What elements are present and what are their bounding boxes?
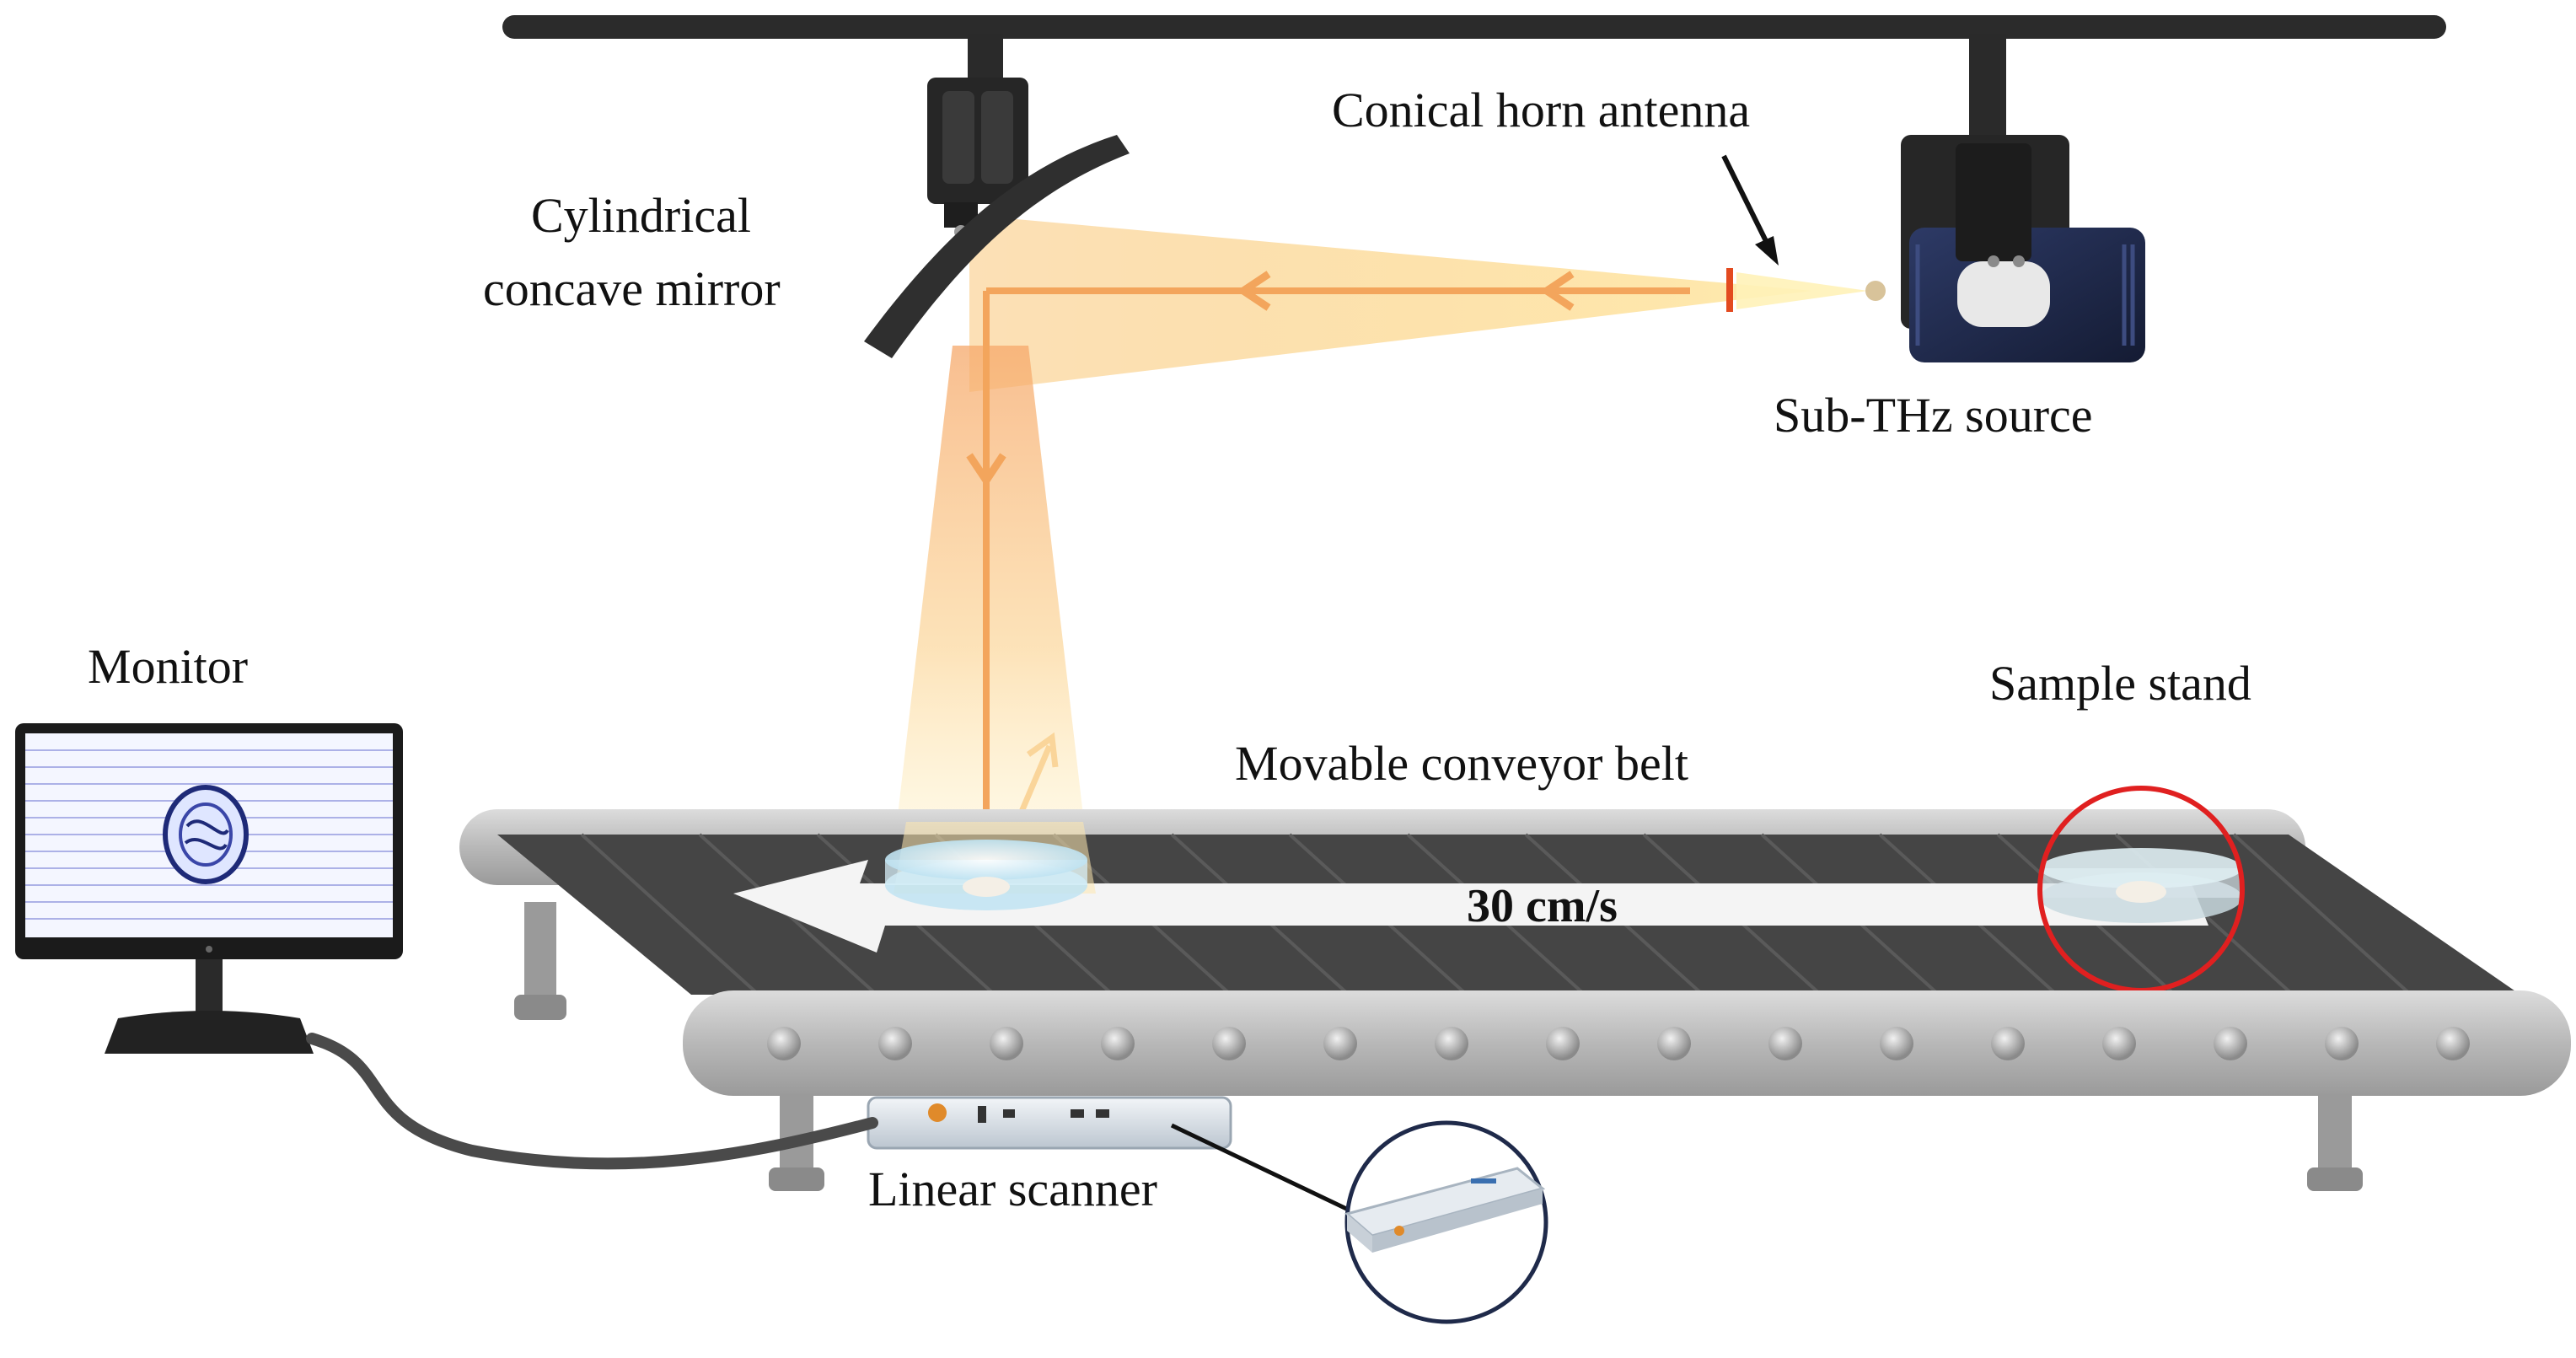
source-label: Sub-THz source xyxy=(1774,388,2093,443)
horn-antenna-label: Conical horn antenna xyxy=(1332,83,1750,137)
scanner-pointer-line xyxy=(1170,1123,1359,1216)
linear-scanner xyxy=(867,1096,1232,1150)
belt-speed-label: 30 cm/s xyxy=(1467,880,1618,932)
conveyor-belt-label: Movable conveyor belt xyxy=(1235,736,1688,791)
sub-thz-source xyxy=(1736,34,2145,362)
labels: Conical horn antenna Cylindrical concave… xyxy=(88,83,2251,1216)
horn-pointer-arrow xyxy=(1721,154,1779,266)
conveyor-front-rim xyxy=(683,990,2571,1191)
sample-dish-under-beam xyxy=(885,840,1087,910)
monitor-sample-image xyxy=(163,785,249,884)
cylindrical-concave-mirror xyxy=(864,34,1130,358)
mirror-label-line1: Cylindrical xyxy=(531,188,751,243)
belt-direction-arrow xyxy=(733,860,2208,953)
scanner-inset-photo xyxy=(1344,1120,1548,1324)
linear-scanner-label: Linear scanner xyxy=(868,1162,1157,1216)
sample-stand-label: Sample stand xyxy=(1989,656,2251,711)
ceiling-rail xyxy=(502,15,2446,39)
mirror-label-line2: concave mirror xyxy=(483,261,781,316)
monitor xyxy=(15,723,403,1054)
monitor-cable xyxy=(306,1033,878,1170)
rollers xyxy=(767,1027,2470,1060)
sample-dish-on-stand xyxy=(2040,848,2242,923)
monitor-label: Monitor xyxy=(88,639,248,694)
